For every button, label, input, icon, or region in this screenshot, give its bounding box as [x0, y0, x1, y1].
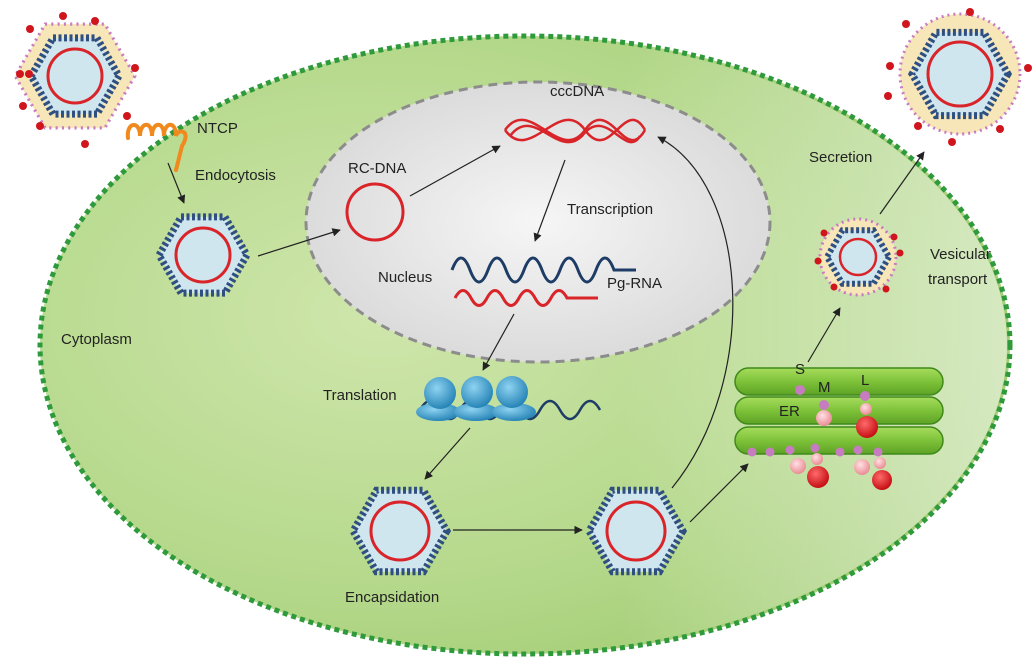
virion-entering [13, 12, 139, 148]
rc-dna [345, 182, 405, 242]
label-vesicular: Vesicular [930, 246, 991, 263]
label-ntcp: NTCP [197, 120, 238, 137]
pg-rna-red [453, 289, 598, 307]
arrow-secretion [879, 151, 925, 215]
label-m-protein: M [818, 379, 831, 396]
label-l-protein: L [861, 372, 869, 389]
label-encapsidation: Encapsidation [345, 589, 439, 606]
arrow-entry [167, 162, 186, 204]
ribosomes [416, 376, 602, 421]
label-pg-rna: Pg-RNA [607, 275, 662, 292]
envelope-proteins [747, 385, 892, 490]
ntcp-receptor [125, 122, 188, 172]
label-translation: Translation [323, 387, 397, 404]
capsid-endocytosed [154, 213, 252, 297]
capsid-encapsidation [348, 486, 452, 576]
label-transcription: Transcription [567, 201, 653, 218]
label-rc-dna: RC-DNA [348, 160, 406, 177]
arrow-transcription [533, 159, 566, 242]
arrow-translation [482, 313, 515, 371]
label-transport: transport [928, 271, 988, 288]
cccdna-strands [503, 118, 647, 144]
virion-vesicular [814, 217, 904, 297]
virion-secreted [884, 8, 1032, 146]
arrow-encapsidation [424, 427, 471, 480]
label-cytoplasm: Cytoplasm [61, 331, 132, 348]
endoplasmic-reticulum [734, 367, 944, 455]
label-er: ER [779, 403, 800, 420]
pg-rna-dark [450, 256, 636, 284]
capsid-mature [584, 486, 688, 576]
label-s-protein: S [795, 361, 805, 378]
label-nucleus: Nucleus [378, 269, 432, 286]
arrow-er-to-vesicle [807, 307, 841, 363]
label-secretion: Secretion [809, 149, 872, 166]
arrow-to-er [689, 463, 749, 523]
nucleus [304, 80, 772, 364]
label-cccdna: cccDNA [550, 83, 604, 100]
arrows [167, 136, 925, 535]
label-endocytosis: Endocytosis [195, 167, 276, 184]
arrow-rcdna-to-cccdna [409, 145, 501, 197]
arrow-recycle-to-cccdna [657, 136, 734, 489]
arrow-to-nucleus [257, 228, 341, 257]
